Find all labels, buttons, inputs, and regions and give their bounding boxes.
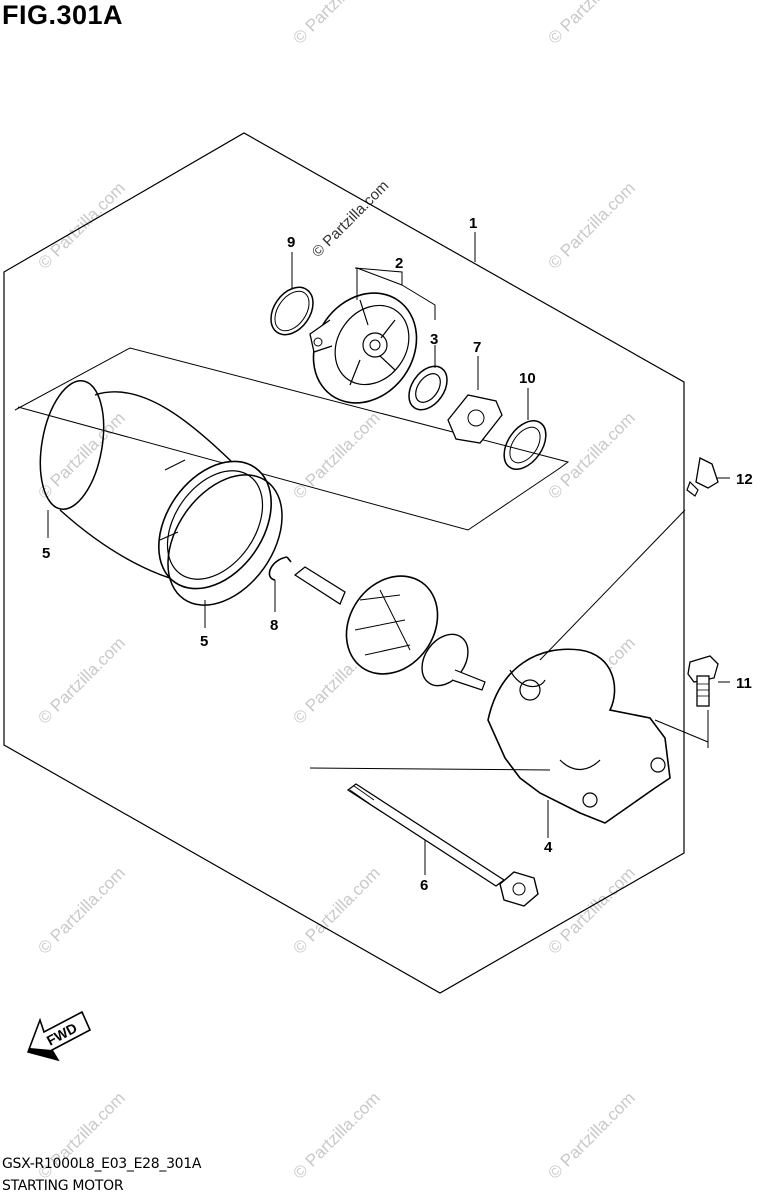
watermark: © Partzilla.com [34,633,128,727]
assembly-outline [3,132,685,994]
callouts: 1 2 3 4 5 5 6 7 8 9 10 11 12 [42,215,753,894]
callout-5b: 5 [200,633,208,650]
callout-12: 12 [736,471,753,488]
bearing-part-3 [408,365,448,411]
watermark: © Partzilla.com [34,408,128,502]
callout-7: 7 [473,339,481,356]
o-ring-part-5b [167,474,283,606]
callout-5a: 5 [42,545,50,562]
watermark: © Partzilla.com [34,178,128,272]
leader-lines [47,232,730,875]
watermark: © Partzilla.com [544,178,638,272]
callout-6: 6 [420,877,428,894]
callout-3: 3 [430,331,438,348]
armature [293,566,486,691]
o-ring-part-9 [270,286,314,336]
callout-1: 1 [469,215,477,232]
washer-hole [467,409,485,427]
yoke-housing [39,380,283,606]
watermark: © Partzilla.com [544,408,638,502]
end-cover-part-2 [309,292,418,404]
callout-2: 2 [395,255,403,272]
watermark: © Partzilla.com [544,0,638,48]
washer-part-10 [503,420,547,470]
watermark: © Partzilla.com [34,863,128,957]
watermark: © Partzilla.com [289,0,383,48]
callout-4: 4 [544,839,553,856]
callout-10: 10 [519,370,536,387]
o-ring-part-5a [39,380,105,510]
figure-title: FIG.301A [2,0,124,30]
bolt-part-11 [687,655,719,707]
watermark: © Partzilla.com [309,177,392,260]
diagram-code: GSX-R1000L8_E03_E28_301A [2,1156,202,1172]
front-cover-part-4 [487,648,671,824]
bolt-part-12 [686,457,719,497]
watermark: © Partzilla.com [289,408,383,502]
diagram-name: STARTING MOTOR [2,1178,124,1194]
washer-part-7 [447,394,503,444]
circlip-part-8 [268,556,292,581]
watermark: © Partzilla.com [289,863,383,957]
watermark: © Partzilla.com [544,863,638,957]
sub-box-outline [14,347,570,531]
callout-11: 11 [736,675,752,692]
callout-8: 8 [270,617,278,634]
fwd-arrow: FWD [26,1010,92,1062]
through-bolt-part-6 [346,783,539,907]
watermark: © Partzilla.com [544,1088,638,1182]
watermark: © Partzilla.com [289,1088,383,1182]
callout-9: 9 [287,234,295,251]
